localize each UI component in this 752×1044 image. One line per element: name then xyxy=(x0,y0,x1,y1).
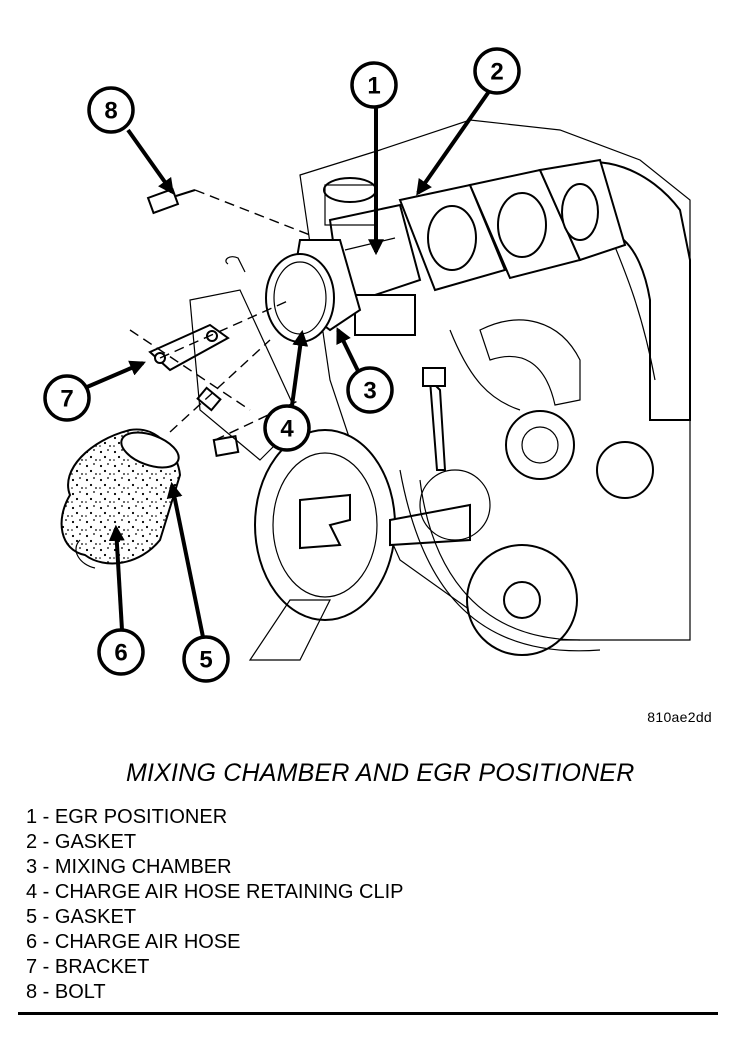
exploded-view-illustration: 1 2 3 4 5 6 7 8 xyxy=(43,47,691,683)
callout-8: 8 xyxy=(87,86,135,134)
alignment-lines xyxy=(129,189,311,441)
callout-1: 1 xyxy=(350,61,398,109)
leader-arrows xyxy=(79,88,492,638)
callout-5-number: 5 xyxy=(199,647,212,674)
legend-item: 3 - MIXING CHAMBER xyxy=(26,856,232,878)
callout-6: 6 xyxy=(97,628,145,676)
legend-item: 2 - GASKET xyxy=(26,831,137,853)
callout-2-number: 2 xyxy=(490,59,503,86)
callout-7-number: 7 xyxy=(60,386,73,413)
figure-id: 810ae2dd xyxy=(647,709,712,725)
callout-8-number: 8 xyxy=(104,98,117,125)
callout-4: 4 xyxy=(263,404,311,452)
legend-item: 5 - GASKET xyxy=(26,906,137,928)
legend-item: 1 - EGR POSITIONER xyxy=(26,806,228,828)
callout-4-number: 4 xyxy=(280,416,294,443)
legend-item: 4 - CHARGE AIR HOSE RETAINING CLIP xyxy=(26,881,404,903)
callout-2: 2 xyxy=(473,47,521,95)
legend-item: 7 - BRACKET xyxy=(26,956,150,978)
callout-6-number: 6 xyxy=(114,640,127,667)
legend-item: 6 - CHARGE AIR HOSE xyxy=(26,931,241,953)
legend-item: 8 - BOLT xyxy=(26,981,106,1003)
figure-caption: MIXING CHAMBER AND EGR POSITIONER xyxy=(126,759,635,787)
bottom-rule xyxy=(18,1012,718,1015)
engine-block-drawing xyxy=(60,119,691,661)
callout-3: 3 xyxy=(346,366,394,414)
callout-7: 7 xyxy=(43,374,91,422)
callout-5: 5 xyxy=(182,635,230,683)
callout-3-number: 3 xyxy=(363,378,376,405)
legend-list: 1 - EGR POSITIONER 2 - GASKET 3 - MIXING… xyxy=(26,805,403,1005)
callout-1-number: 1 xyxy=(367,73,380,100)
